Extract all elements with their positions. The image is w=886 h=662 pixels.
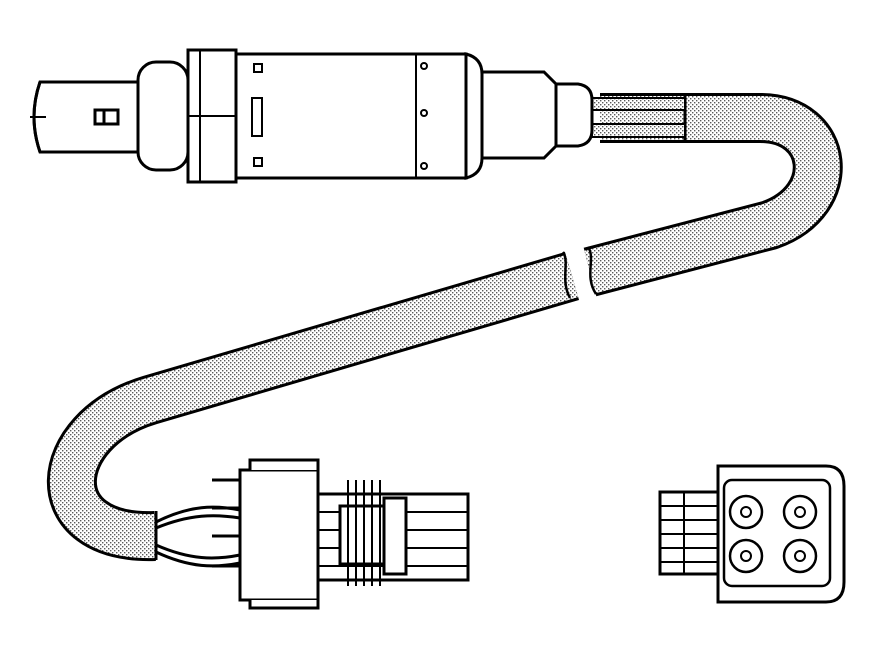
connector-pin	[740, 506, 752, 518]
sensor-body	[30, 48, 594, 184]
connector-pin	[794, 550, 806, 562]
connector-pin	[794, 506, 806, 518]
connector-end-view	[658, 464, 846, 604]
connector-pins	[728, 494, 818, 574]
cable-harness	[47, 93, 843, 562]
connector-pin	[740, 550, 752, 562]
connector-side-view	[212, 458, 470, 610]
